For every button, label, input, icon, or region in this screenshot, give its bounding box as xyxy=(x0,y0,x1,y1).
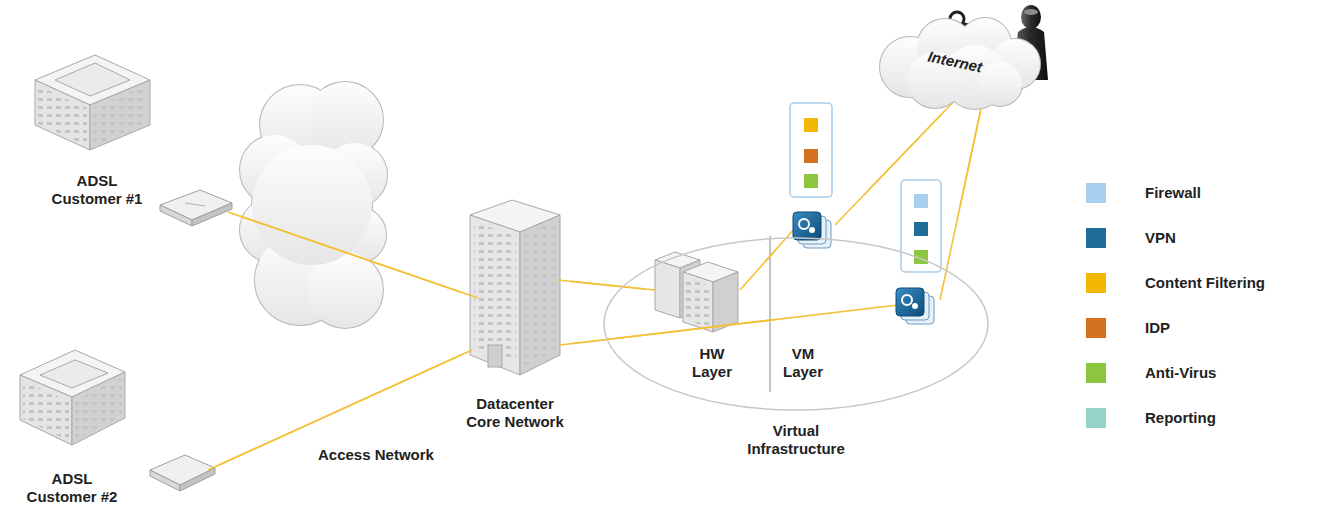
network-link xyxy=(571,320,775,344)
network-link xyxy=(240,216,462,292)
service-panel xyxy=(804,174,818,188)
router xyxy=(180,468,215,491)
legend-label: Reporting xyxy=(1145,409,1216,427)
access-cloud xyxy=(240,82,387,328)
access-cloud xyxy=(252,145,372,265)
customer-building xyxy=(35,55,150,150)
hw-layer: HW Layer xyxy=(645,245,765,385)
attacker-figure xyxy=(1021,5,1041,29)
datacenter-building xyxy=(488,345,502,367)
network-link xyxy=(571,281,645,289)
region-outline xyxy=(600,232,992,418)
service-panel xyxy=(914,194,928,208)
link-wire xyxy=(560,305,898,345)
virtual-infrastructure: Virtual InfrastructureHW LayerVM Layer xyxy=(600,232,992,418)
router xyxy=(192,203,232,226)
link-wire xyxy=(558,280,655,290)
server-hardware xyxy=(683,272,713,332)
legend-swatch xyxy=(1086,183,1106,203)
service-panel xyxy=(790,103,832,197)
legend-swatch xyxy=(1086,408,1106,428)
node-label: Datacenter Core Network xyxy=(463,395,567,431)
node-label: Virtual Infrastructure xyxy=(741,422,851,458)
node-label: ADSL Customer #1 xyxy=(47,172,147,208)
server-hardware xyxy=(655,252,738,332)
router xyxy=(160,190,232,226)
datacenter-building xyxy=(470,215,520,375)
router xyxy=(160,205,192,226)
node-label: HW Layer xyxy=(684,345,740,381)
legend-swatch xyxy=(1086,318,1106,338)
customer-building xyxy=(38,86,87,146)
datacenter-building xyxy=(474,222,516,362)
legend-swatch xyxy=(1086,228,1106,248)
node-label: ADSL Customer #2 xyxy=(22,470,122,506)
link-wire xyxy=(208,90,985,470)
layer-divider xyxy=(769,236,770,392)
virtual-appliance xyxy=(793,212,821,240)
customer-site: ADSL Customer #1 xyxy=(25,45,240,235)
legend-swatch xyxy=(1086,363,1106,383)
network-link xyxy=(864,112,944,195)
customer-building xyxy=(93,85,147,146)
network-link xyxy=(765,251,775,262)
link-wire xyxy=(228,212,478,298)
legend-label: VPN xyxy=(1145,229,1176,247)
attacker-figure xyxy=(1024,9,1038,15)
internet-cloud: Internet xyxy=(865,12,1045,112)
access-cloud xyxy=(240,82,387,328)
network-link xyxy=(220,355,462,465)
datacenter-node: Datacenter Core Network xyxy=(462,195,571,435)
region-outline xyxy=(604,238,988,410)
customer-site: ADSL Customer #2 xyxy=(15,340,220,512)
server-hardware xyxy=(686,278,710,328)
datacenter-building xyxy=(520,215,560,375)
link-wire xyxy=(740,228,795,290)
service-panel xyxy=(790,103,832,197)
legend-label: Anti-Virus xyxy=(1145,364,1216,382)
router xyxy=(150,455,215,491)
legend-label: Content Filtering xyxy=(1145,274,1265,292)
cloud-shape xyxy=(978,62,1022,106)
virtual-appliance xyxy=(799,219,809,229)
link-wire xyxy=(208,350,472,470)
datacenter-building xyxy=(470,200,560,375)
service-panel xyxy=(804,149,818,163)
vm-layer: VM Layer xyxy=(775,195,960,385)
customer-building xyxy=(20,350,125,445)
virtual-appliance xyxy=(809,227,815,233)
legend-label: IDP xyxy=(1145,319,1170,337)
virtual-appliance xyxy=(896,288,934,324)
access-cloud xyxy=(240,82,387,328)
router xyxy=(150,470,180,491)
customer-building xyxy=(20,375,72,445)
legend-swatch xyxy=(1086,273,1106,293)
cloud-shape xyxy=(978,62,1022,106)
node-label: VM Layer xyxy=(775,345,831,381)
service-panel xyxy=(914,222,928,236)
service-panel xyxy=(804,118,818,132)
network-label: Access Network xyxy=(318,446,434,464)
link-wire xyxy=(940,90,985,300)
customer-building xyxy=(40,360,108,388)
customer-building xyxy=(23,381,69,441)
customer-building xyxy=(75,378,122,441)
virtual-appliance xyxy=(912,303,918,309)
virtual-appliance xyxy=(902,295,912,305)
customer-building xyxy=(55,63,130,96)
virtual-appliance xyxy=(793,212,831,248)
network-link xyxy=(960,112,980,207)
datacenter-building xyxy=(524,221,556,366)
server-hardware xyxy=(713,272,738,332)
virtual-appliance xyxy=(896,288,924,316)
legend-label: Firewall xyxy=(1145,184,1201,202)
router xyxy=(185,203,205,206)
access-cloud xyxy=(252,145,372,265)
server-hardware xyxy=(655,260,680,318)
